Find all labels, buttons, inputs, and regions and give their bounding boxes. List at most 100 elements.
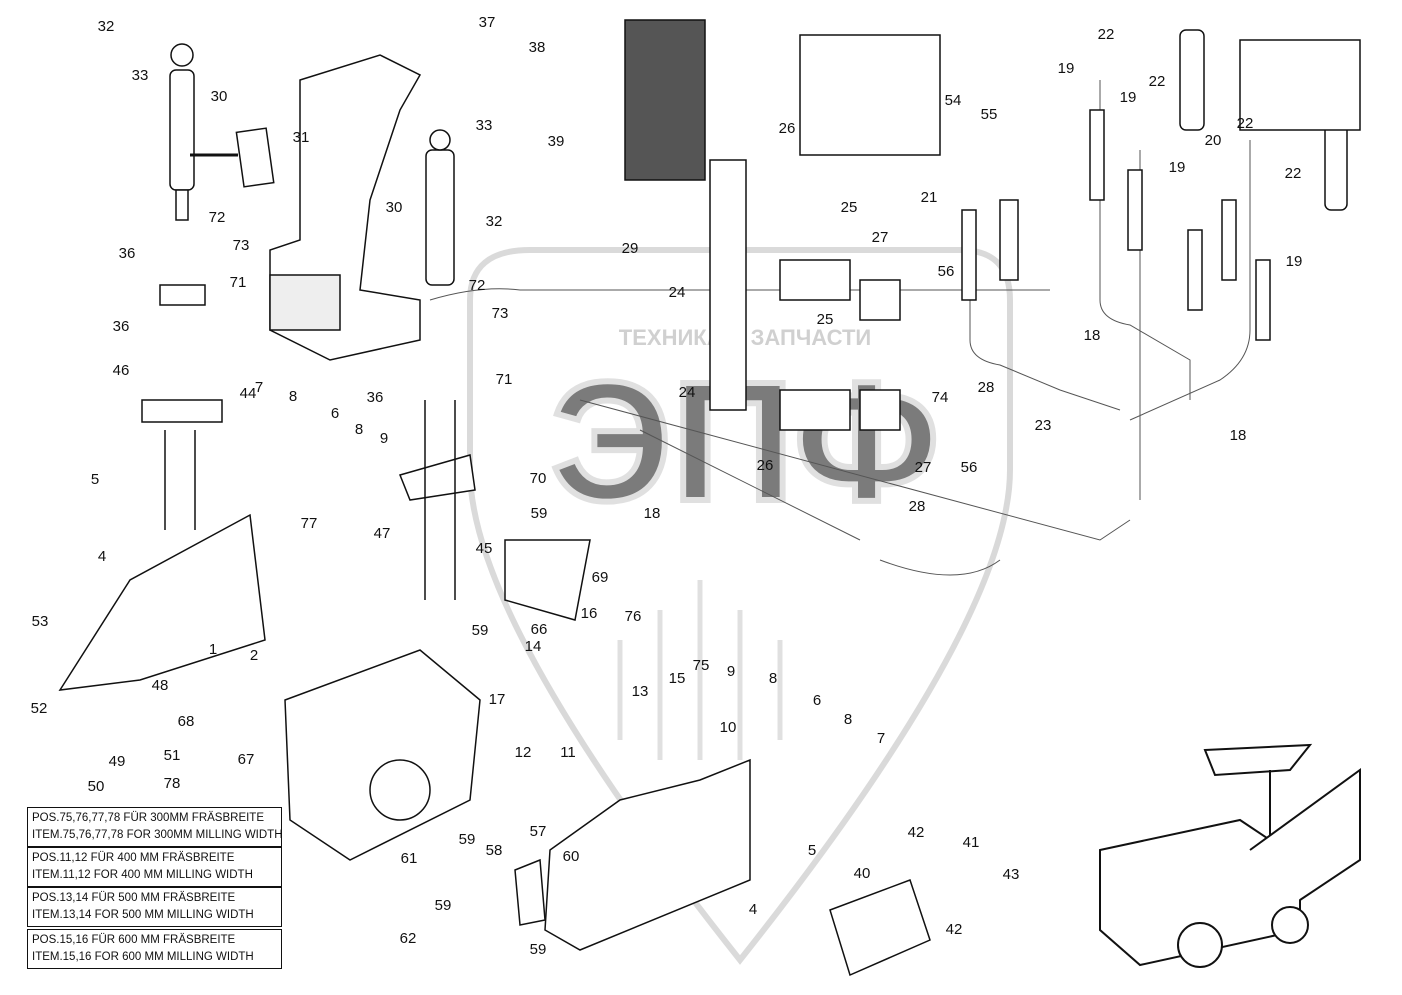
- part-label-8c: 8: [769, 670, 777, 687]
- part-label-36b: 36: [113, 318, 130, 335]
- note-300mm-de: POS.75,76,77,78 FÜR 300MM FRÄSBREITE: [32, 812, 265, 824]
- part-label-32b: 32: [486, 213, 503, 230]
- part-label-4b: 4: [749, 901, 757, 918]
- part-label-43: 43: [1003, 866, 1020, 883]
- part-label-19b: 19: [1120, 89, 1137, 106]
- part-label-56a: 56: [938, 263, 955, 280]
- part-label-8d: 8: [844, 711, 852, 728]
- part-label-71b: 71: [496, 371, 513, 388]
- part-label-4a: 4: [98, 548, 106, 565]
- part-label-22d: 22: [1285, 165, 1302, 182]
- part-label-47: 47: [374, 525, 391, 542]
- part-label-24a: 24: [669, 284, 686, 301]
- part-label-53: 53: [32, 613, 49, 630]
- part-label-19c: 19: [1169, 159, 1186, 176]
- part-label-9b: 9: [727, 663, 735, 680]
- lower-components: [58, 513, 931, 977]
- part-label-33a: 33: [132, 67, 149, 84]
- part-label-10: 10: [720, 719, 737, 736]
- part-label-73b: 73: [492, 305, 509, 322]
- part-label-28b: 28: [909, 498, 926, 515]
- part-label-26b: 26: [757, 457, 774, 474]
- note-300mm-en: ITEM.75,76,77,78 FOR 300MM MILLING WIDTH: [32, 829, 283, 841]
- part-label-19a: 19: [1058, 60, 1075, 77]
- part-label-45: 45: [476, 540, 493, 557]
- part-label-18c: 18: [1230, 427, 1247, 444]
- part-label-27b: 27: [915, 459, 932, 476]
- part-label-6b: 6: [813, 692, 821, 709]
- part-label-13: 13: [632, 683, 649, 700]
- part-label-71a: 71: [230, 274, 247, 291]
- part-label-31: 31: [293, 129, 310, 146]
- part-label-32a: 32: [98, 18, 115, 35]
- part-label-66: 66: [531, 621, 548, 638]
- part-label-67: 67: [238, 751, 255, 768]
- note-box-400mm: POS.11,12 FÜR 400 MM FRÄSBREITE ITEM.11,…: [27, 847, 282, 887]
- part-label-69: 69: [592, 569, 609, 586]
- part-label-30a: 30: [211, 88, 228, 105]
- note-box-500mm: POS.13,14 FÜR 500 MM FRÄSBREITE ITEM.13,…: [27, 887, 282, 927]
- part-label-26a: 26: [779, 120, 796, 137]
- part-label-55: 55: [981, 106, 998, 123]
- part-label-21: 21: [921, 189, 938, 206]
- part-label-2: 2: [250, 647, 258, 664]
- note-400mm-en: ITEM.11,12 FOR 400 MM MILLING WIDTH: [32, 869, 253, 881]
- part-label-5b: 5: [808, 842, 816, 859]
- milling-machine-illustration: [1099, 743, 1361, 968]
- part-label-56b: 56: [961, 459, 978, 476]
- left-cylinder-assembly: [141, 43, 275, 530]
- part-label-25a: 25: [841, 199, 858, 216]
- note-400mm-de: POS.11,12 FÜR 400 MM FRÄSBREITE: [32, 852, 235, 864]
- part-label-57: 57: [530, 823, 547, 840]
- part-label-40: 40: [854, 865, 871, 882]
- part-label-58: 58: [486, 842, 503, 859]
- part-label-16: 16: [581, 605, 598, 622]
- part-label-28a: 28: [978, 379, 995, 396]
- part-label-22c: 22: [1237, 115, 1254, 132]
- part-label-76: 76: [625, 608, 642, 625]
- part-label-29: 29: [622, 240, 639, 257]
- part-label-52: 52: [31, 700, 48, 717]
- note-box-300mm: POS.75,76,77,78 FÜR 300MM FRÄSBREITE ITE…: [27, 807, 283, 847]
- part-label-27a: 27: [872, 229, 889, 246]
- center-frame: [269, 54, 476, 600]
- part-label-25b: 25: [817, 311, 834, 328]
- note-600mm-en: ITEM.15,16 FOR 600 MM MILLING WIDTH: [32, 951, 254, 963]
- part-label-18a: 18: [644, 505, 661, 522]
- part-label-17: 17: [489, 691, 506, 708]
- part-label-36a: 36: [119, 245, 136, 262]
- part-label-42b: 42: [946, 921, 963, 938]
- part-label-46: 46: [113, 362, 130, 379]
- part-label-30b: 30: [386, 199, 403, 216]
- note-600mm-de: POS.15,16 FÜR 600 MM FRÄSBREITE: [32, 934, 236, 946]
- note-box-600mm: POS.15,16 FÜR 600 MM FRÄSBREITE ITEM.15,…: [27, 929, 282, 969]
- part-label-59a: 59: [531, 505, 548, 522]
- part-label-33b: 33: [476, 117, 493, 134]
- part-label-24b: 24: [679, 384, 696, 401]
- part-label-59b: 59: [472, 622, 489, 639]
- part-label-22b: 22: [1149, 73, 1166, 90]
- part-label-8b: 8: [355, 421, 363, 438]
- part-label-74: 74: [932, 389, 949, 406]
- part-label-44: 44: [240, 385, 257, 402]
- part-label-22a: 22: [1098, 26, 1115, 43]
- part-label-39: 39: [548, 133, 565, 150]
- part-label-20: 20: [1205, 132, 1222, 149]
- part-label-6a: 6: [331, 405, 339, 422]
- part-label-70: 70: [530, 470, 547, 487]
- part-label-61: 61: [401, 850, 418, 867]
- part-label-75: 75: [693, 657, 710, 674]
- part-number-labels: 3233303137383933323072733671364644727336…: [31, 14, 1303, 958]
- part-label-36c: 36: [367, 389, 384, 406]
- part-label-54: 54: [945, 92, 962, 109]
- part-label-51: 51: [164, 747, 181, 764]
- part-label-41: 41: [963, 834, 980, 851]
- part-label-68: 68: [178, 713, 195, 730]
- part-label-62: 62: [400, 930, 417, 947]
- part-label-7a: 7: [255, 379, 263, 396]
- part-label-1: 1: [209, 641, 217, 658]
- part-label-9a: 9: [380, 430, 388, 447]
- part-label-78: 78: [164, 775, 181, 792]
